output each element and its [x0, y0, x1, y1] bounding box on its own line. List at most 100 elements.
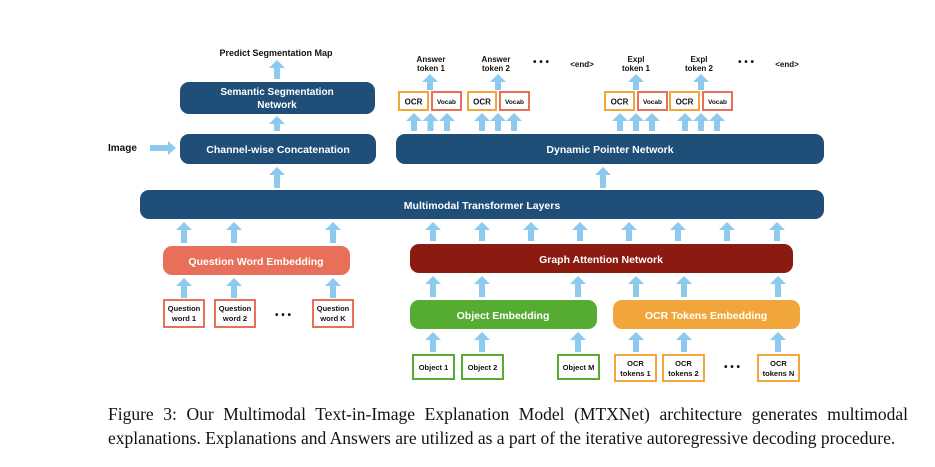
question-ellipsis: • • •: [275, 310, 292, 321]
svg-text:Question: Question: [168, 304, 201, 313]
answer-ellipsis: • • •: [533, 57, 550, 68]
arrow-up-icon: [693, 74, 709, 90]
graph-attention-label: Graph Attention Network: [539, 254, 663, 266]
arrow-up-icon: [490, 113, 506, 131]
figure-caption: Figure 3: Our Multimodal Text-in-Image E…: [108, 404, 908, 448]
svg-text:OCR: OCR: [675, 359, 692, 368]
arrow-up-icon: [425, 276, 441, 297]
ocr-tokens-ellipsis: • • •: [724, 362, 741, 373]
vocab-box: Vocab: [643, 99, 662, 106]
answer-end-token: <end>: [570, 60, 594, 69]
ocr-vocab-pair-3: OCR Vocab: [604, 91, 668, 111]
transformer-label: Multimodal Transformer Layers: [404, 200, 561, 212]
question-word-embedding: Question Word Embedding: [163, 246, 350, 275]
dynamic-pointer-label: Dynamic Pointer Network: [546, 144, 673, 156]
ocr-tokens-embedding: OCR Tokens Embedding: [613, 300, 800, 329]
output-label: Predict Segmentation Map: [219, 48, 333, 58]
object-embedding-label: Object Embedding: [457, 310, 550, 322]
arrow-up-icon: [670, 222, 686, 241]
arrow-up-icon: [595, 167, 611, 188]
svg-text:word 2: word 2: [222, 314, 247, 323]
svg-text:tokens 2: tokens 2: [668, 369, 698, 378]
arrows: [150, 60, 786, 352]
arrow-up-icon: [693, 113, 709, 131]
arrow-up-icon: [325, 222, 341, 243]
svg-text:Answer: Answer: [482, 55, 511, 64]
image-label: Image: [108, 143, 137, 154]
arrow-up-icon: [439, 113, 455, 131]
svg-text:Object 1: Object 1: [419, 363, 449, 372]
svg-text:Question: Question: [219, 304, 252, 313]
ocr-box: OCR: [611, 98, 629, 107]
expl-token-2: Expl token 2: [685, 55, 714, 73]
svg-text:Answer: Answer: [417, 55, 446, 64]
answer-token-2: Answer token 2: [482, 55, 511, 73]
arrow-up-icon: [770, 276, 786, 297]
object-embedding: Object Embedding: [410, 300, 597, 329]
arrow-up-icon: [490, 74, 506, 90]
ocr-box: OCR: [405, 98, 423, 107]
answer-token-1: Answer token 1: [417, 55, 446, 73]
ocr-tokens-2: OCR tokens 2: [662, 354, 705, 382]
arrow-up-icon: [612, 113, 628, 131]
arrow-up-icon: [719, 222, 735, 241]
arrow-up-icon: [572, 222, 588, 241]
svg-text:word 1: word 1: [171, 314, 196, 323]
arrow-up-icon: [709, 113, 725, 131]
object-2: Object 2: [461, 354, 504, 380]
arrow-up-icon: [628, 74, 644, 90]
object-m: Object M: [557, 354, 600, 380]
question-word-1: Question word 1: [163, 299, 205, 328]
arrow-up-icon: [621, 222, 637, 241]
ocr-vocab-pair-1: OCR Vocab: [398, 91, 462, 111]
ocr-vocab-pair-4: OCR Vocab: [669, 91, 733, 111]
svg-text:word K: word K: [319, 314, 346, 323]
svg-text:token 1: token 1: [622, 64, 651, 73]
svg-text:Question: Question: [317, 304, 350, 313]
arrow-up-icon: [425, 332, 441, 352]
svg-text:tokens 1: tokens 1: [620, 369, 650, 378]
arrow-up-icon: [770, 332, 786, 352]
arrow-up-icon: [474, 222, 490, 241]
ocr-tokens-1: OCR tokens 1: [614, 354, 657, 382]
arrow-up-icon: [176, 222, 192, 243]
semantic-seg-line-1: Semantic Segmentation: [220, 87, 333, 98]
arrow-up-icon: [628, 113, 644, 131]
svg-text:Object 2: Object 2: [468, 363, 498, 372]
semantic-segmentation-network: Semantic Segmentation Network: [180, 82, 375, 114]
arrow-up-icon: [628, 332, 644, 352]
arrow-up-icon: [570, 276, 586, 297]
arrow-up-icon: [523, 222, 539, 241]
arrow-up-icon: [269, 167, 285, 188]
svg-text:token 2: token 2: [685, 64, 714, 73]
svg-text:OCR: OCR: [770, 359, 787, 368]
arrow-up-icon: [406, 113, 422, 131]
arrow-up-icon: [676, 332, 692, 352]
arrow-up-icon: [269, 60, 285, 79]
arrow-up-icon: [644, 113, 660, 131]
ocr-tokens-n: OCR tokens N: [757, 354, 800, 382]
expl-end-token: <end>: [775, 60, 799, 69]
arrow-up-icon: [474, 113, 490, 131]
dynamic-pointer-network: Dynamic Pointer Network: [396, 134, 824, 164]
svg-text:token 2: token 2: [482, 64, 511, 73]
arrow-up-icon: [676, 276, 692, 297]
arrow-up-icon: [425, 222, 441, 241]
channel-wise-concatenation: Channel-wise Concatenation: [180, 134, 376, 164]
arrow-up-icon: [269, 116, 285, 131]
vocab-box: Vocab: [505, 99, 524, 106]
arrow-up-icon: [474, 332, 490, 352]
svg-text:Object M: Object M: [563, 363, 595, 372]
ocr-embedding-label: OCR Tokens Embedding: [645, 310, 767, 322]
semantic-seg-line-2: Network: [257, 100, 297, 111]
ocr-vocab-pair-2: OCR Vocab: [467, 91, 530, 111]
svg-text:tokens N: tokens N: [763, 369, 795, 378]
multimodal-transformer-layers: Multimodal Transformer Layers: [140, 190, 824, 219]
arrow-up-icon: [226, 222, 242, 243]
arrow-up-icon: [422, 74, 438, 90]
arrow-right-icon: [150, 141, 176, 155]
arrow-up-icon: [422, 113, 439, 131]
svg-text:token 1: token 1: [417, 64, 446, 73]
expl-ellipsis: • • •: [738, 57, 755, 68]
arrow-up-icon: [506, 113, 522, 131]
